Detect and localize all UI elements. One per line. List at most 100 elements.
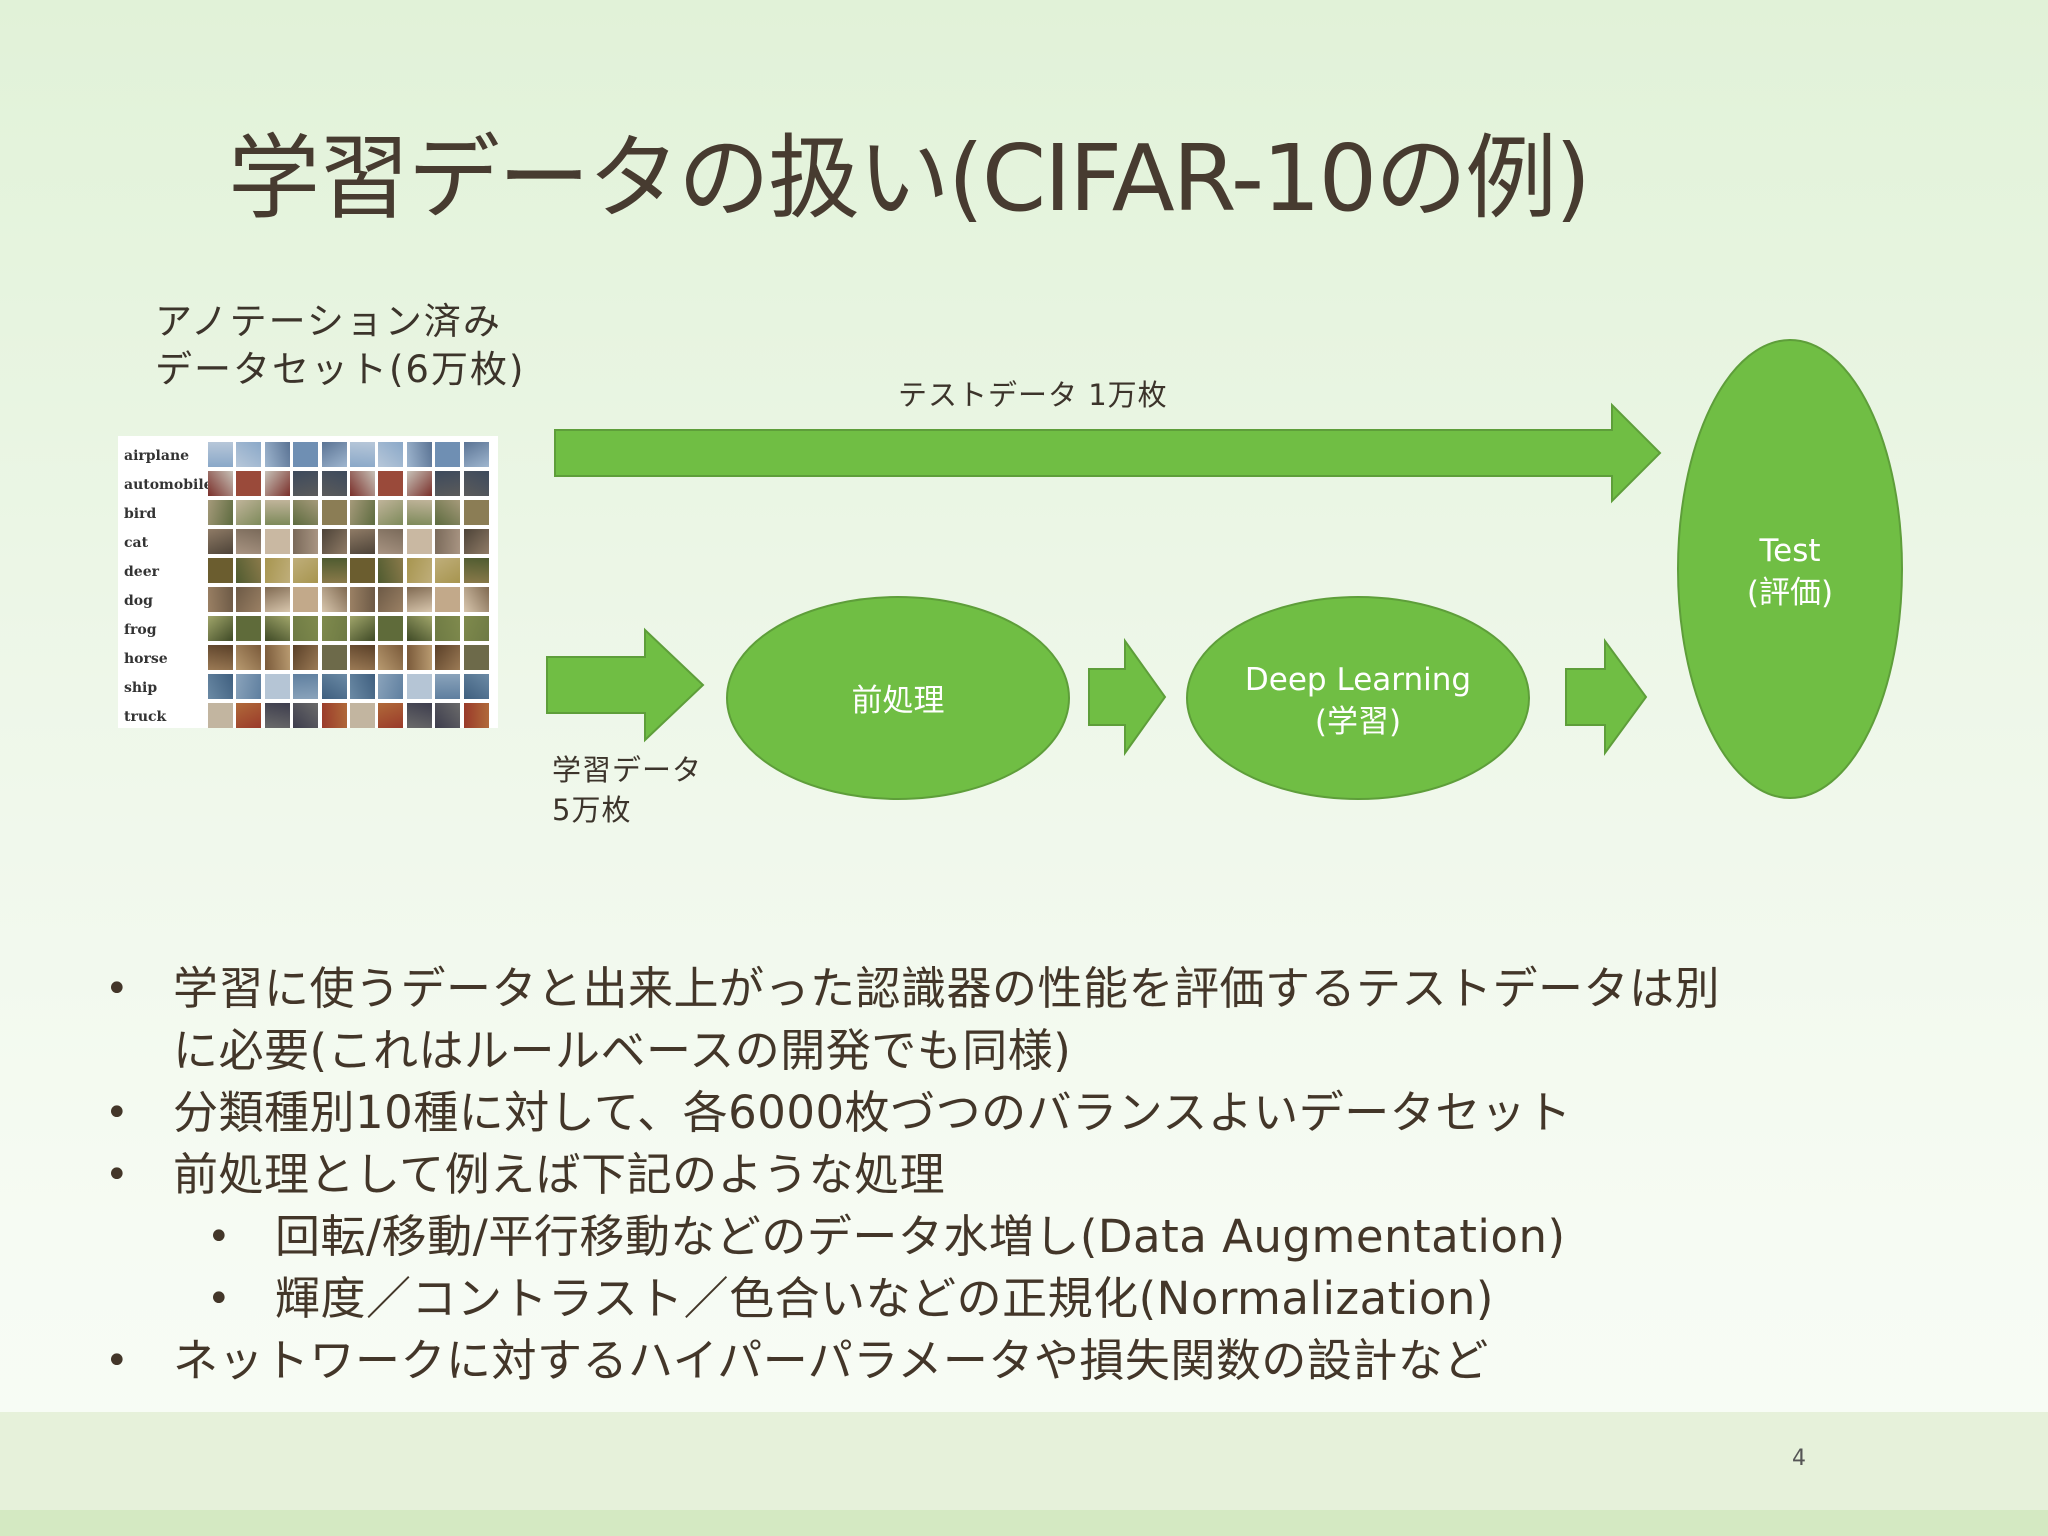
cifar10-thumbnail [463,645,489,670]
train-data-label-line2: 5万枚 [552,793,632,827]
cifar10-thumbnail [321,674,347,699]
cifar10-sample-image: airplane automobile bird cat deer dog fr… [118,436,498,728]
cifar10-thumbnail [208,529,233,554]
train-data-label: 学習データ 5万枚 [552,750,702,830]
footer-line [0,1510,2048,1536]
test-data-label: テストデータ 1万枚 [898,378,1168,412]
test-data-arrow [554,402,1662,504]
class-label-automobile: automobile [124,477,213,493]
train-data-arrow [546,627,705,743]
cifar10-thumbnail [463,587,489,612]
cifar10-thumbnail [406,471,432,496]
preprocess-label: 前処理 [852,683,945,719]
cifar10-thumbnail [293,674,319,699]
cifar10-thumbnail [378,500,404,525]
deep-learning-node [1186,596,1530,800]
page-number: 4 [1792,1446,1806,1471]
cifar10-thumbnail [406,529,432,554]
bullet-item: 分類種別10種に対して、各6000枚づつのバランスよいデータセット [105,1082,2005,1144]
cifar10-thumbnail [236,500,262,525]
cifar10-thumbnail [406,703,432,728]
sub-bullet-item: 回転/移動/平行移動などのデータ水増し(Data Augmentation) [105,1206,2005,1268]
cifar10-thumbnail [236,471,262,496]
cifar10-thumbnail [350,703,375,728]
cifar10-thumbnail [321,645,347,670]
cifar10-thumbnail [293,442,319,467]
cifar10-thumbnail [264,529,290,554]
class-label-cat: cat [124,535,149,551]
cifar10-thumbnail [236,616,262,641]
bullet-item: 学習に使うデータと出来上がった認識器の性能を評価するテストデータは別 に必要(こ… [105,958,2005,1082]
cifar10-thumbnail [208,645,233,670]
cifar10-thumbnail [208,703,233,728]
cifar10-thumbnail [463,500,489,525]
cifar10-thumbnail [463,442,489,467]
cifar10-thumbnail [435,616,461,641]
test-sublabel: (評価) [1747,575,1833,611]
cifar10-thumbnail [321,587,347,612]
class-label-dog: dog [124,593,153,609]
cifar10-thumbnail [264,471,290,496]
cifar10-thumbnail [293,616,319,641]
cifar10-thumbnail [406,500,432,525]
cifar10-thumbnail [236,645,262,670]
data-flow-diagram: 前処理 Deep Learning (学習) Test (評価) [546,339,1903,800]
cifar10-thumbnail [350,616,375,641]
cifar10-thumbnail [208,500,233,525]
cifar10-thumbnail [350,442,375,467]
cifar10-thumbnail [435,674,461,699]
dataset-label-line2: データセット(6万枚) [155,348,526,391]
cifar10-thumbnail [321,442,347,467]
cifar10-thumbnail [435,558,461,583]
preprocess-to-learning-arrow [1088,637,1167,757]
cifar10-thumbnail [236,529,262,554]
cifar10-thumbnail [435,500,461,525]
class-label-bird: bird [124,506,157,522]
cifar10-thumbnail [321,616,347,641]
cifar10-thumbnail [378,703,404,728]
footer-band [0,1412,2048,1536]
learning-to-test-arrow [1565,637,1648,757]
deep-learning-sublabel: (学習) [1315,704,1401,740]
cifar10-thumbnail [406,442,432,467]
cifar10-thumbnail [378,587,404,612]
cifar10-thumbnail [350,587,375,612]
cifar10-thumbnail [463,674,489,699]
cifar10-thumbnail [264,645,290,670]
test-node [1677,339,1903,799]
cifar10-thumbnail [435,442,461,467]
cifar10-class-labels: airplane automobile bird cat deer dog fr… [124,442,214,732]
test-label: Test [1758,533,1820,569]
cifar10-thumbnail [350,674,375,699]
cifar10-thumbnail [463,558,489,583]
cifar10-thumbnail [321,529,347,554]
cifar10-thumbnail [406,587,432,612]
cifar10-thumbnail [208,616,233,641]
cifar10-thumbnail [406,674,432,699]
cifar10-thumbnail [293,500,319,525]
cifar10-thumbnail [208,442,233,467]
sub-bullet-item: 輝度／コントラスト／色合いなどの正規化(Normalization) [105,1268,2005,1330]
deep-learning-label: Deep Learning [1245,662,1471,698]
cifar10-thumbnail [378,442,404,467]
cifar10-thumbnail [264,674,290,699]
cifar10-thumbnail [378,645,404,670]
cifar10-thumbnail [236,442,262,467]
cifar10-thumbnail [378,471,404,496]
cifar10-thumbnail [293,645,319,670]
cifar10-thumbnail [321,471,347,496]
class-label-ship: ship [124,680,158,696]
cifar10-thumbnail [463,616,489,641]
cifar10-thumbnail [435,471,461,496]
cifar10-thumbnail [463,529,489,554]
cifar10-thumbnail [350,645,375,670]
cifar10-thumbnail [350,471,375,496]
cifar10-thumbnail [293,558,319,583]
bullet-item: ネットワークに対するハイパーパラメータや損失関数の設計など [105,1330,2005,1392]
cifar10-thumbnail [350,529,375,554]
cifar10-thumbnail [293,471,319,496]
cifar10-thumbnail [293,529,319,554]
cifar10-thumbnail [435,703,461,728]
cifar10-thumbnail [208,587,233,612]
bullet-item: 前処理として例えば下記のような処理 [105,1144,2005,1206]
